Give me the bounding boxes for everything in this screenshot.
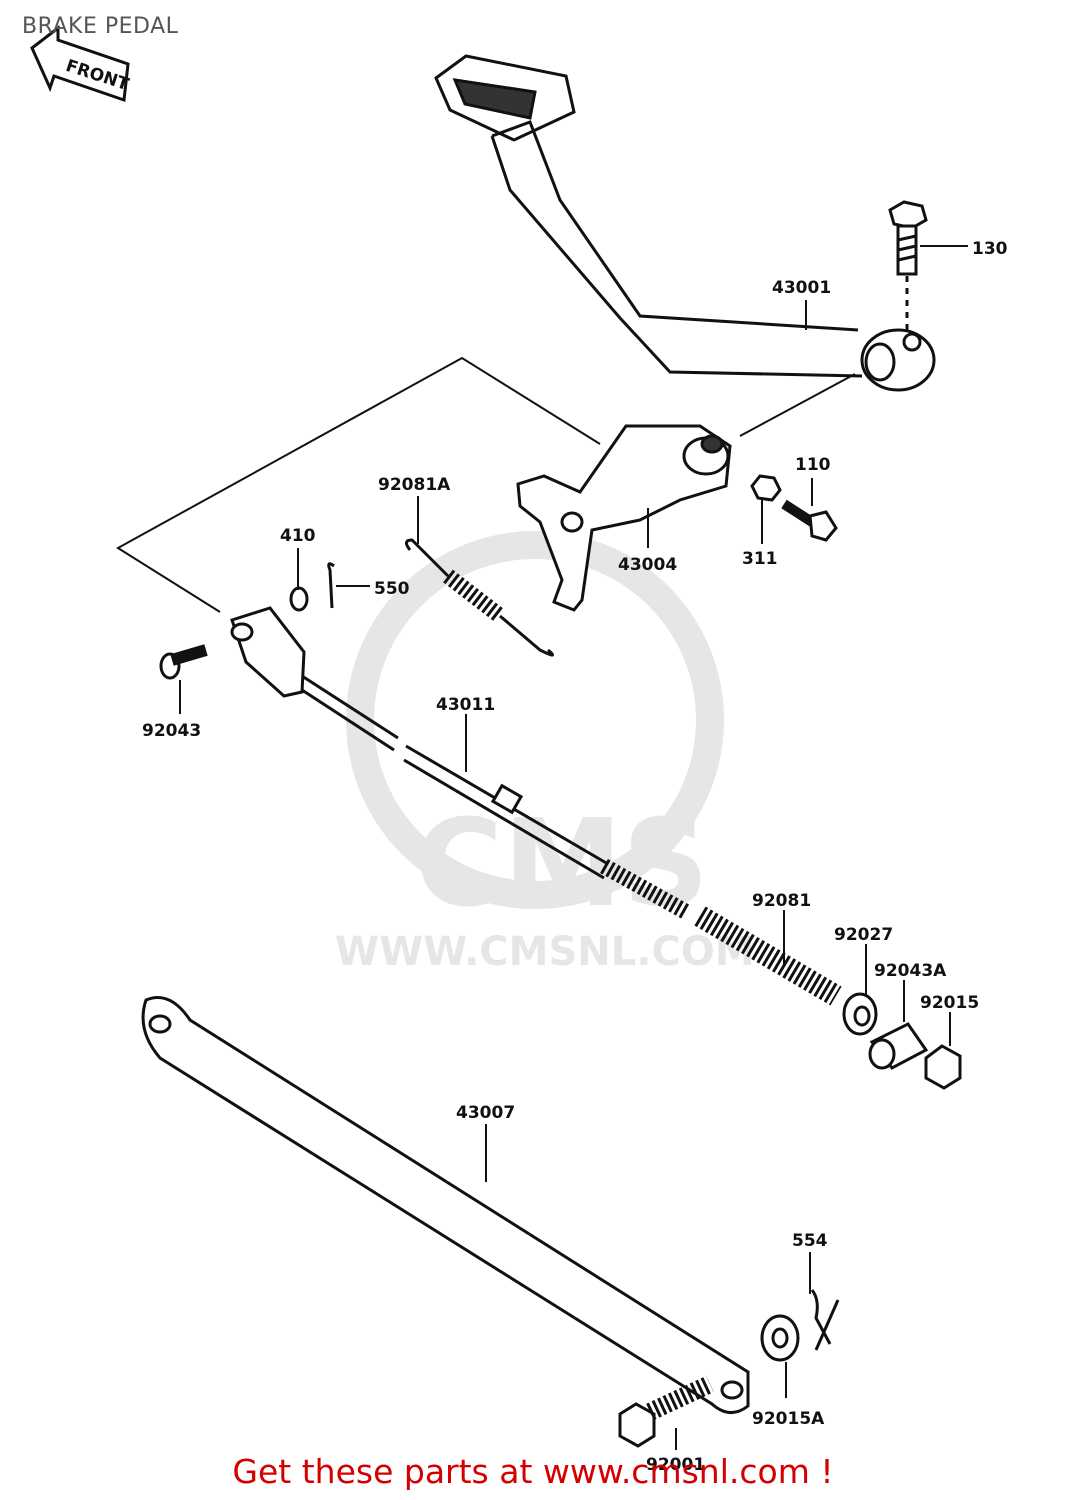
callout-92081: 92081 bbox=[752, 891, 811, 966]
callout-label: 92015A bbox=[752, 1409, 825, 1429]
washer-92027 bbox=[842, 992, 878, 1036]
callout-label: 92015 bbox=[920, 993, 979, 1013]
callout-label: 92081A bbox=[378, 475, 451, 495]
callout-label: 43011 bbox=[436, 695, 495, 715]
bolt-110 bbox=[781, 499, 838, 542]
callout-label: 410 bbox=[280, 526, 316, 546]
nut-92015a bbox=[760, 1314, 800, 1362]
callout-label: 550 bbox=[374, 579, 410, 599]
shop-parts-link[interactable]: Get these parts at www.cmsnl.com ! bbox=[232, 1452, 834, 1491]
nut-92015 bbox=[924, 1044, 962, 1090]
callout-92015: 92015 bbox=[920, 993, 979, 1046]
callout-label: 43007 bbox=[456, 1103, 515, 1123]
callout-label: 92027 bbox=[834, 925, 893, 945]
watermark-brand: CMS bbox=[415, 795, 709, 934]
nut-311 bbox=[750, 474, 782, 502]
trunnion-92043a bbox=[868, 1022, 929, 1070]
callout-43011: 43011 bbox=[436, 695, 495, 772]
callout-label: 43004 bbox=[618, 555, 677, 575]
callout-label: 92043 bbox=[142, 721, 201, 741]
clevis-pin-92043 bbox=[159, 644, 208, 680]
callout-43004: 43004 bbox=[618, 508, 677, 575]
callout-92043a: 92043A bbox=[874, 961, 947, 1022]
callout-43007: 43007 bbox=[456, 1103, 515, 1182]
callout-92027: 92027 bbox=[834, 925, 893, 994]
callout-92001: 92001 bbox=[646, 1428, 705, 1475]
callout-label: 311 bbox=[742, 549, 778, 569]
brake-rod bbox=[301, 674, 690, 919]
callout-92043: 92043 bbox=[142, 680, 201, 741]
bolt-130 bbox=[888, 200, 928, 334]
brake-pedal-arm bbox=[434, 54, 936, 392]
callout-label: 43001 bbox=[772, 278, 831, 298]
callout-label: 92043A bbox=[874, 961, 947, 981]
rod-clevis bbox=[230, 606, 306, 698]
watermark-url: WWW.CMSNL.COM bbox=[335, 929, 755, 975]
assembly-outline bbox=[116, 356, 856, 613]
callout-554: 554 bbox=[792, 1231, 828, 1294]
callout-130: 130 bbox=[920, 239, 1008, 259]
bolt-92001 bbox=[618, 1375, 714, 1448]
return-spring-92081a bbox=[405, 538, 554, 657]
pedal-bracket bbox=[516, 424, 732, 612]
callout-label: 92081 bbox=[752, 891, 811, 911]
callout-label: 110 bbox=[795, 455, 831, 475]
callout-label: 130 bbox=[972, 239, 1008, 259]
callout-label: 554 bbox=[792, 1231, 828, 1251]
callout-92081a: 92081A bbox=[378, 475, 451, 544]
cotter-pin-554 bbox=[810, 1289, 840, 1351]
rod-spring-92081 bbox=[694, 906, 842, 1006]
callout-110: 110 bbox=[795, 455, 831, 506]
callout-410: 410 bbox=[280, 526, 316, 590]
callout-label: 92001 bbox=[646, 1455, 705, 1475]
callout-92015a: 92015A bbox=[752, 1362, 825, 1429]
page-title: BRAKE PEDAL bbox=[22, 14, 179, 39]
callout-311: 311 bbox=[742, 500, 778, 569]
washer-410 bbox=[289, 586, 309, 612]
callout-550: 550 bbox=[336, 579, 410, 599]
callout-43001: 43001 bbox=[772, 278, 831, 330]
brake-link-43007 bbox=[141, 996, 750, 1414]
cms-watermark: CMS WWW.CMSNL.COM bbox=[335, 531, 755, 975]
cotter-pin-550 bbox=[327, 562, 335, 609]
